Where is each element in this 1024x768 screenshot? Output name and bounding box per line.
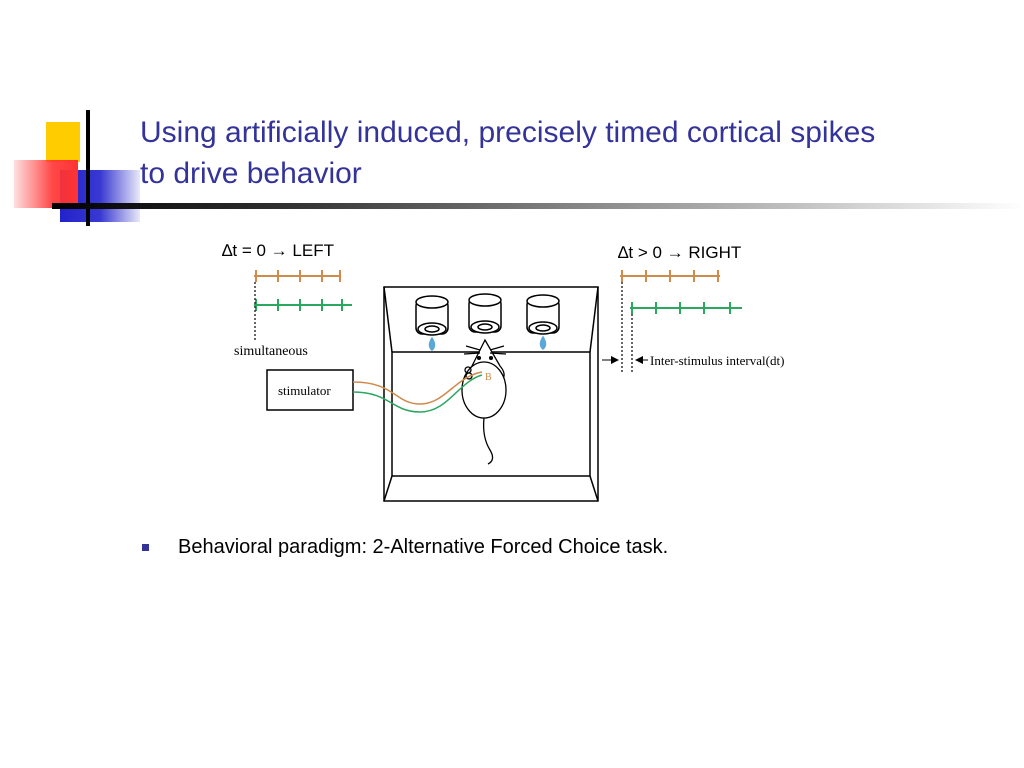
right-condition-label: ∆t > 0 → RIGHT — [618, 243, 741, 262]
orange-wire — [352, 371, 483, 405]
bullet-item: Behavioral paradigm: 2-Alternative Force… — [140, 532, 1000, 562]
red-block — [14, 160, 78, 208]
yellow-block — [46, 122, 80, 162]
title-rule — [52, 203, 1024, 209]
bullet-list: Behavioral paradigm: 2-Alternative Force… — [140, 532, 1000, 562]
stimulator-label: stimulator — [278, 383, 331, 398]
interval-label: Inter-stimulus interval(dt) — [650, 353, 784, 368]
rat-figure — [461, 338, 507, 465]
slide-title: Using artificially induced, precisely ti… — [140, 112, 1000, 194]
left-condition-label: ∆t = 0 → LEFT — [222, 241, 334, 260]
bullet-text: Behavioral paradigm: 2-Alternative Force… — [178, 536, 669, 558]
electrode-label: B — [485, 372, 492, 383]
square-bullet-icon — [142, 544, 149, 551]
slide-title-line1: Using artificially induced, precisely ti… — [140, 116, 876, 149]
water-ports — [415, 293, 560, 351]
green-wire — [352, 374, 483, 413]
simultaneous-label: simultaneous — [234, 344, 308, 359]
right-spike-trains — [602, 270, 742, 374]
slide-title-line2: to drive behavior — [140, 157, 362, 190]
behavior-diagram: ∆t = 0 → LEFT simultaneous stimulator — [222, 241, 784, 502]
decorative-blocks — [0, 100, 160, 230]
left-spike-trains — [254, 270, 352, 340]
stimulator-box — [266, 369, 354, 411]
